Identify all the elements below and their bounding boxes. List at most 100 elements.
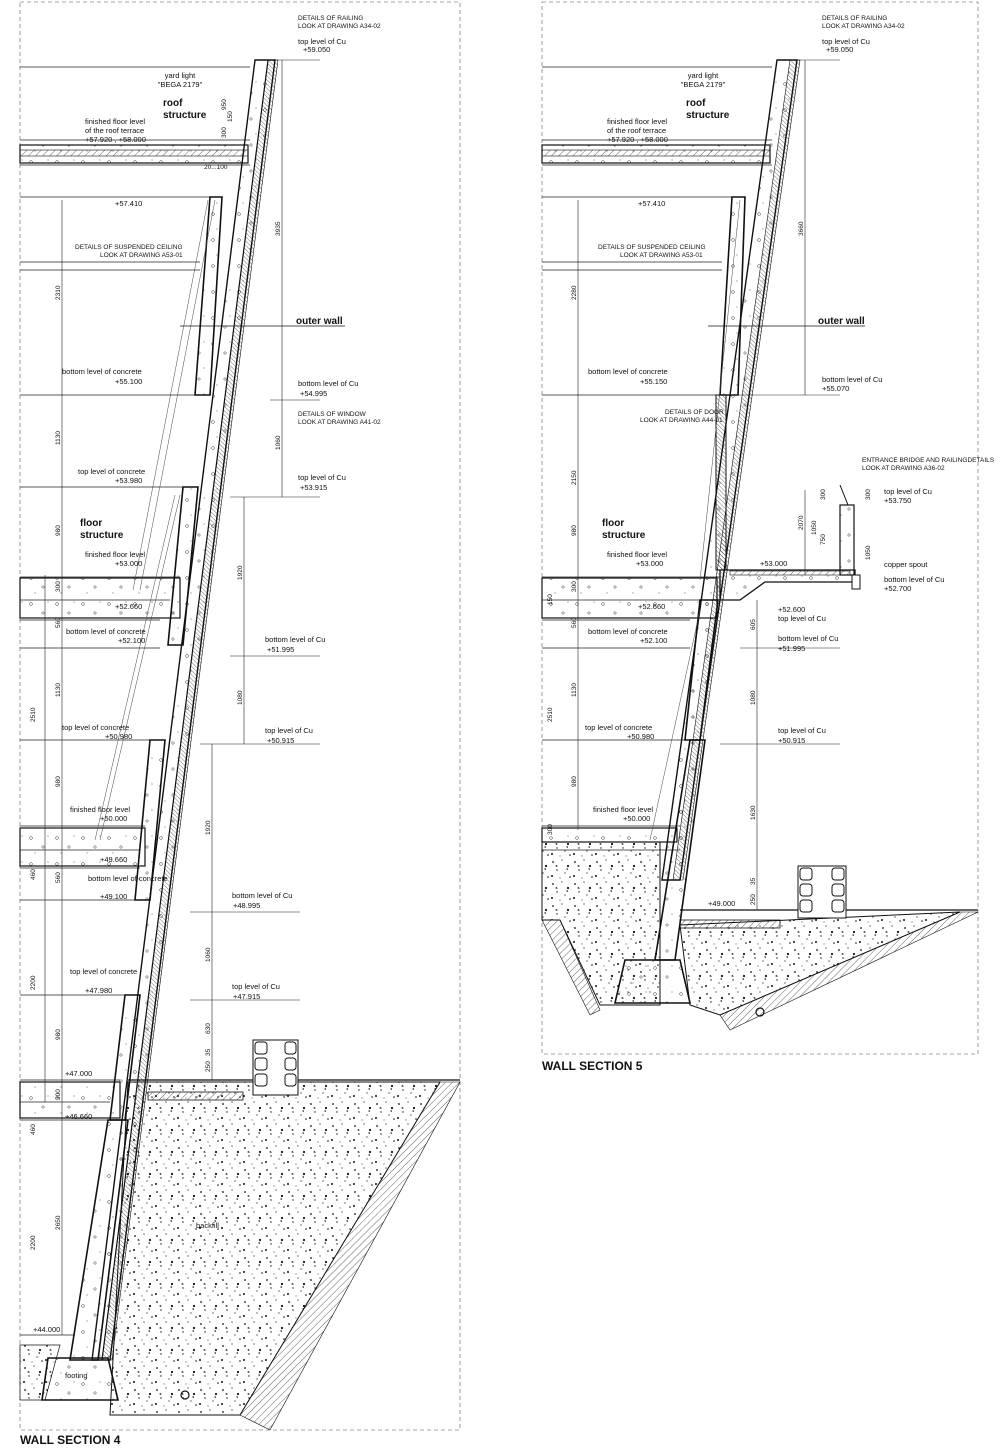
window-note-line1: DETAILS OF WINDOW — [298, 411, 367, 418]
railing-note-line2: LOOK AT DRAWING A34-02 — [822, 23, 905, 30]
dimension-value: 560 — [571, 617, 578, 628]
outer-wall-label: outer wall — [296, 316, 343, 327]
level-label: top level of concrete — [78, 467, 145, 476]
dimension-value: 1920 — [205, 820, 212, 835]
dimension-value: 2200 — [30, 1235, 37, 1250]
dimension-value: 560 — [55, 617, 62, 628]
level-value: +52.100 — [640, 636, 667, 645]
dimension-value: 1050 — [865, 545, 872, 560]
section-4-dimension-chain — [44, 59, 320, 1335]
level-value: +55.100 — [115, 377, 142, 386]
level-label: top level of Cu — [298, 473, 346, 482]
roof-terrace-label: finished floor level — [607, 117, 667, 126]
roof-structure-label: roof — [686, 98, 706, 109]
roof-terrace-label: finished floor level — [85, 117, 145, 126]
level-value: +44.000 — [33, 1325, 60, 1334]
dimension-value: 300 — [221, 127, 228, 138]
level-value: +52.100 — [118, 636, 145, 645]
level-value: +53.980 — [115, 476, 142, 485]
dimension-value: 950 — [221, 99, 228, 110]
level-label: top level of Cu — [265, 726, 313, 735]
dimension-value: 2510 — [30, 707, 37, 722]
section-5-frame — [541, 1, 979, 1055]
dimension-value: 150 — [227, 111, 234, 122]
dimension-value: 2200 — [30, 975, 37, 990]
dimension-value: 300 — [571, 581, 578, 592]
backfill-label: backfill — [196, 1221, 219, 1230]
section-4-frame — [19, 1, 461, 1431]
dimension-value: 250 — [205, 1061, 212, 1072]
level-label: bottom level of concrete — [588, 367, 668, 376]
level-label: finished floor level — [70, 805, 130, 814]
level-value: +50.915 — [267, 736, 294, 745]
level-label: bottom level of Cu — [822, 375, 882, 384]
window-note-line2: LOOK AT DRAWING A41-02 — [298, 419, 381, 426]
dimension-value: 150 — [547, 594, 554, 605]
section-5-title: WALL SECTION 5 — [542, 1059, 643, 1073]
level-value: +52.660 — [638, 602, 665, 611]
level-value: +47.915 — [233, 992, 260, 1001]
floor-structure-label-2: structure — [602, 530, 646, 541]
level-value: +50.980 — [105, 732, 132, 741]
level-label: top level of Cu — [298, 37, 346, 46]
level-value: +53.000 — [115, 559, 142, 568]
dimension-value: 20...100 — [204, 164, 228, 171]
dimension-value: 605 — [750, 619, 757, 630]
level-value: +48.995 — [233, 901, 260, 910]
dimension-value: 560 — [55, 872, 62, 883]
yard-light-label: yard light — [688, 71, 719, 80]
level-value: +51.995 — [267, 645, 294, 654]
level-label: bottom level of concrete — [62, 367, 142, 376]
dimension-value: 300 — [55, 581, 62, 592]
dimension-value: 35 — [205, 1048, 212, 1056]
level-value: +52.700 — [884, 584, 911, 593]
dimension-value: 300 — [865, 489, 872, 500]
yard-light-label: yard light — [165, 71, 196, 80]
bridge-note-line1: ENTRANCE BRIDGE AND RAILINGDETAILS — [862, 457, 995, 464]
dimension-value: 2510 — [547, 707, 554, 722]
level-label: bottom level of Cu — [265, 635, 325, 644]
dimension-value: 980 — [571, 525, 578, 536]
level-value: +50.000 — [623, 814, 650, 823]
dimension-value: 630 — [205, 1023, 212, 1034]
dimension-value: 2150 — [571, 470, 578, 485]
level-label: finished floor level — [85, 550, 145, 559]
level-value: +53.915 — [300, 483, 327, 492]
level-label: bottom level of concrete — [588, 627, 668, 636]
footing-label: footing — [65, 1371, 88, 1380]
dimension-value: 300 — [547, 824, 554, 835]
wall-section-4: DETAILS OF RAILING LOOK AT DRAWING A34-0… — [19, 1, 461, 1447]
level-label: top level of Cu — [232, 982, 280, 991]
floor-structure-label: floor — [602, 518, 624, 529]
level-value: +57.410 — [638, 199, 665, 208]
level-label: finished floor level — [607, 550, 667, 559]
floor-structure-label-2: structure — [80, 530, 124, 541]
level-label: bottom level of Cu — [884, 575, 944, 584]
level-value: +57.410 — [115, 199, 142, 208]
level-label: top level of concrete — [70, 967, 137, 976]
dimension-value: 2070 — [798, 515, 805, 530]
level-value: +51.995 — [778, 644, 805, 653]
dimension-value: 1920 — [237, 565, 244, 580]
yard-light-model: "BEGA 2179" — [158, 80, 203, 89]
roof-structure-label: roof — [163, 98, 183, 109]
dimension-value: 1130 — [571, 683, 578, 697]
ceiling-note-line2: LOOK AT DRAWING A53-01 — [620, 252, 703, 259]
level-value: +53.000 — [636, 559, 663, 568]
level-value: +49.100 — [100, 892, 127, 901]
dimension-value: 35 — [750, 877, 757, 885]
level-value: +46.660 — [65, 1112, 92, 1121]
section-5-slabs — [541, 144, 856, 843]
level-label: top level of concrete — [585, 723, 652, 732]
level-value: +47.000 — [65, 1069, 92, 1078]
section-4-labels: DETAILS OF RAILING LOOK AT DRAWING A34-0… — [20, 15, 381, 1447]
dimension-value: 2280 — [571, 285, 578, 300]
section-4-title: WALL SECTION 4 — [20, 1433, 121, 1447]
level-label: top level of Cu — [778, 614, 826, 623]
outer-wall-label: outer wall — [818, 316, 865, 327]
railing-note-line1: DETAILS OF RAILING — [298, 15, 363, 22]
dimension-value: 460 — [30, 1124, 37, 1135]
yard-light-model: "BEGA 2179" — [681, 80, 726, 89]
level-value: +59.050 — [303, 45, 330, 54]
door-note-line2: LOOK AT DRAWING A44-01 — [640, 417, 723, 424]
